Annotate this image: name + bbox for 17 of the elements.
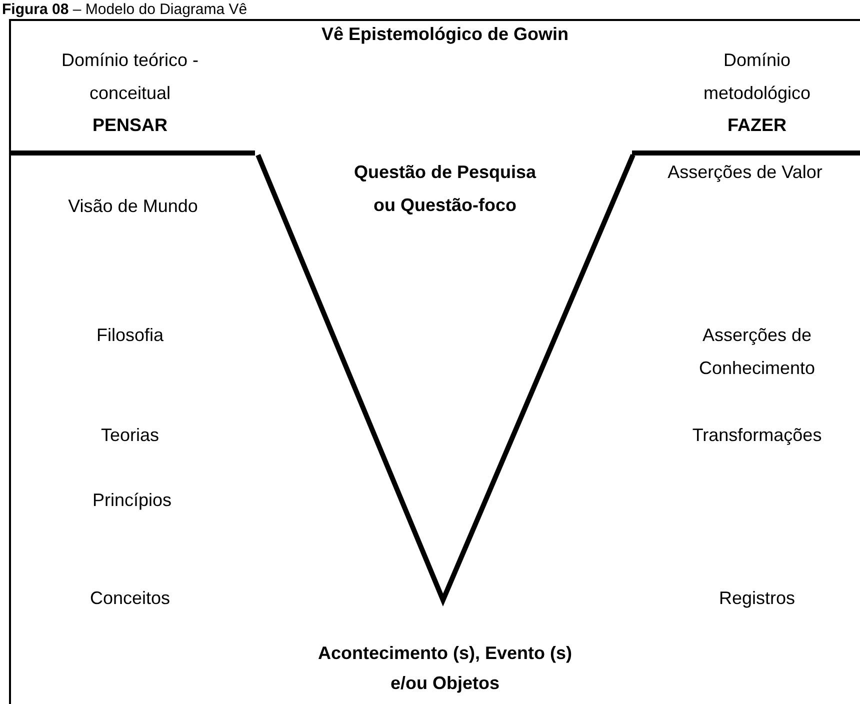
figure-caption: Figura 08 – Modelo do Diagrama Vê — [2, 1, 248, 18]
side-label: Registros — [718, 587, 796, 610]
events-label: Acontecimento (s), Evento (s) e/ou Objetos — [316, 642, 574, 695]
side-label: Teorias — [100, 424, 160, 447]
side-label: Visão de Mundo — [67, 195, 199, 218]
domain-label: Domínio metodológico — [702, 49, 812, 105]
focus-question: Questão de Pesquisa ou Questão-foco — [352, 161, 538, 217]
side-label: Transformações — [691, 424, 823, 447]
domain-keyword: FAZER — [726, 114, 788, 137]
side-label: Filosofia — [95, 324, 165, 347]
domain-label: Domínio teórico - conceitual — [60, 49, 200, 105]
diagram-title: Vê Epistemológico de Gowin — [320, 23, 570, 46]
side-label: Asserções de Conhecimento — [698, 324, 816, 380]
side-label: Conceitos — [88, 587, 172, 610]
side-label: Princípios — [91, 489, 173, 512]
side-label: Asserções de Valor — [666, 161, 824, 184]
domain-keyword: PENSAR — [91, 114, 168, 137]
